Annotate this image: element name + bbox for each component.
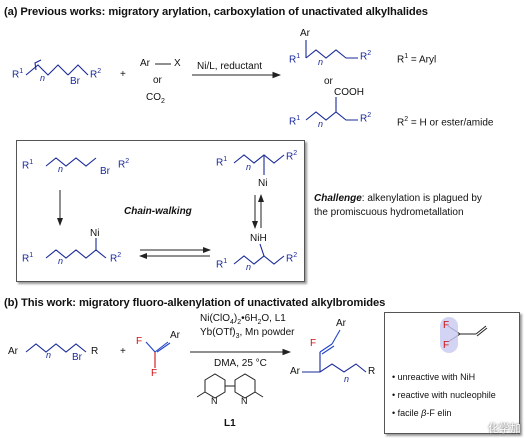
mech-tl-n: n <box>58 164 64 174</box>
ligand-l1 <box>196 373 264 399</box>
difluoro-f1: F <box>136 336 143 347</box>
reactant-b-ar: Ar <box>8 346 18 357</box>
mech-bottom-left-chain <box>45 238 107 259</box>
box-f2: F <box>443 340 450 351</box>
or-a: or <box>153 75 162 86</box>
mech-tr-r2: R2 <box>286 150 298 163</box>
section-b-title: (b) This work: migratory fluoro-alkenyla… <box>4 297 386 309</box>
arx-x: X <box>174 58 181 69</box>
mech-br-r1: R1 <box>216 258 228 271</box>
product-b-r: R <box>368 366 376 377</box>
ligand-n2: N <box>241 396 248 406</box>
note-r1: R1 = Aryl <box>397 53 437 66</box>
challenge-line1: Challenge: alkenylation is plagued by <box>314 193 482 204</box>
product-1-r1: R1 <box>289 53 301 66</box>
feature-bullet-2: • reactive with nucleophile <box>392 390 496 400</box>
product-2-cooh: COOH <box>334 87 364 98</box>
mech-bl-ni: Ni <box>90 228 100 239</box>
mech-tl-r1: R1 <box>22 159 34 172</box>
product-b-chain <box>302 352 367 373</box>
product-1-r2: R2 <box>360 50 372 63</box>
mech-tr-n: n <box>246 162 252 172</box>
product-2-n: n <box>318 119 324 129</box>
reactant-a-r1: R1 <box>12 68 24 81</box>
box-f1: F <box>443 320 450 331</box>
feature-bullet-3: • facile β-F elin <box>392 408 452 418</box>
product-b-n: n <box>344 374 350 384</box>
difluoro-f2: F <box>151 368 158 379</box>
product-1-n: n <box>318 57 324 67</box>
product-1-ar: Ar <box>300 28 310 39</box>
product-b-ar: Ar <box>336 318 346 329</box>
feature-box <box>384 312 520 434</box>
vinyl-ar: Ar <box>170 330 180 341</box>
mech-bl-r2: R2 <box>110 252 122 265</box>
mech-tr-r1: R1 <box>216 156 228 169</box>
mech-bottom-right-chain <box>233 243 285 265</box>
mechanism-box <box>16 140 305 282</box>
challenge-line2: the promiscuous hydrometallation <box>314 207 464 218</box>
mech-bl-n: n <box>58 256 64 266</box>
reactant-b-n: n <box>46 350 52 360</box>
reactant-a-n: n <box>40 73 46 83</box>
mech-bl-r1: R1 <box>22 252 34 265</box>
reactant-a-br: Br <box>70 76 80 87</box>
or-products: or <box>324 76 333 87</box>
plus-b: + <box>120 346 126 357</box>
co2: CO2 <box>146 92 165 105</box>
arx-ar: Ar <box>140 58 150 69</box>
mech-br-nih: NiH <box>250 233 267 244</box>
product-b-ar2: Ar <box>290 366 300 377</box>
condition-catalyst: Ni(ClO4)2•6H2O, L1 <box>200 313 286 326</box>
mech-tr-ni: Ni <box>258 178 268 189</box>
product-b-vinyl <box>319 329 341 355</box>
mech-top-left-chain <box>45 157 97 167</box>
conditions-a: Ni/L, reductant <box>197 61 263 72</box>
difluoroalkene <box>145 341 171 368</box>
note-r2: R2 = H or ester/amide <box>397 116 494 129</box>
reactant-b-br: Br <box>72 352 82 363</box>
product-1-chain <box>305 40 358 59</box>
mech-br-n: n <box>246 262 252 272</box>
mech-tl-br: Br <box>100 166 110 177</box>
product-2-chain <box>305 97 358 121</box>
orbital-lobe <box>440 317 458 353</box>
reactant-a-chain <box>25 59 89 76</box>
chain-walking-label: Chain-walking <box>124 206 192 217</box>
product-2-r1: R1 <box>289 115 301 128</box>
reactant-a-r2: R2 <box>90 68 102 81</box>
plus-a: + <box>120 69 126 80</box>
mech-tl-r2: R2 <box>118 158 130 171</box>
condition-additives: Yb(OTf)3, Mn powder <box>200 327 295 340</box>
mech-top-right-chain <box>233 154 285 175</box>
reactant-b-r: R <box>91 346 99 357</box>
product-b-f: F <box>310 338 317 349</box>
ligand-label: L1 <box>224 418 236 429</box>
condition-solvent: DMA, 25 °C <box>214 358 267 369</box>
watermark: 化学加 <box>488 423 521 435</box>
reactant-b-chain <box>25 343 87 353</box>
mech-br-r2: R2 <box>286 252 298 265</box>
ligand-n1: N <box>211 396 218 406</box>
feature-bullet-1: • unreactive with NiH <box>392 372 476 382</box>
product-2-r2: R2 <box>360 112 372 125</box>
section-a-title: (a) Previous works: migratory arylation,… <box>4 6 428 18</box>
